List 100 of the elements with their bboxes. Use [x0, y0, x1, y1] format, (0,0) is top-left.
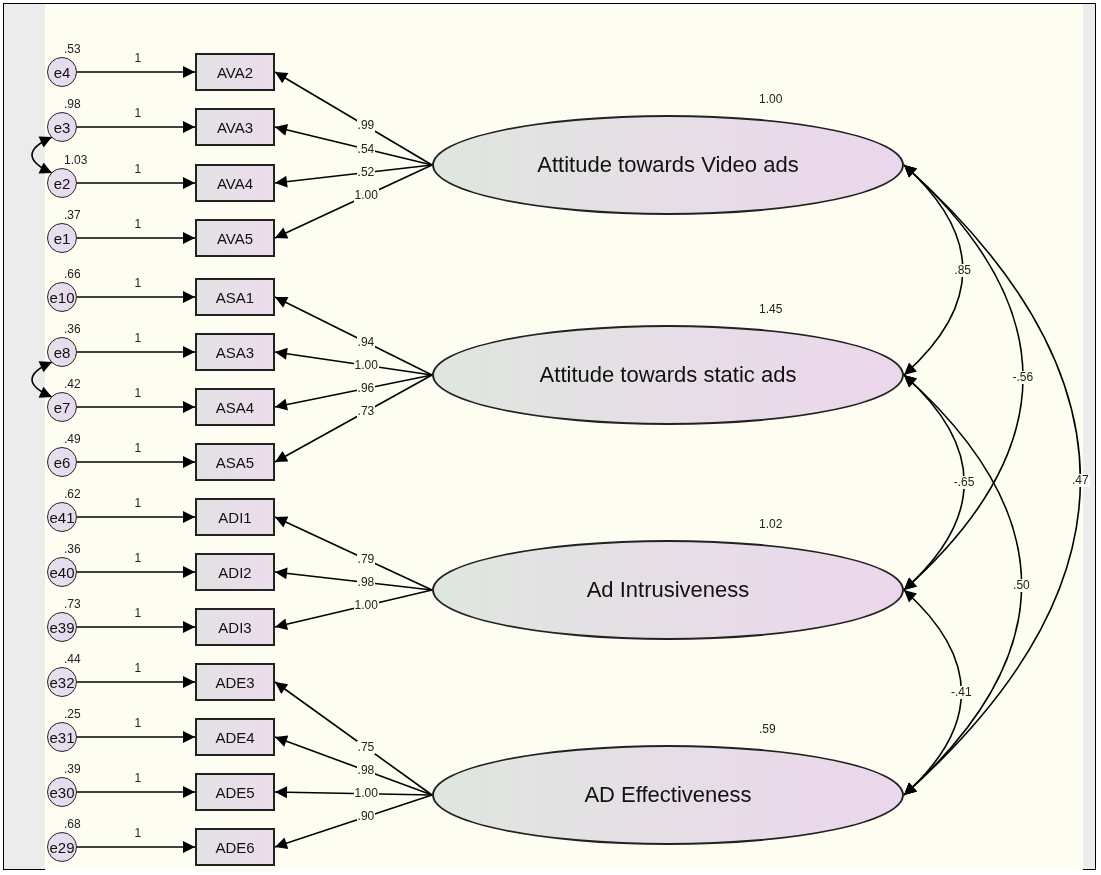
variance-estimate: .36 — [63, 543, 82, 556]
variable-name: ADI3 — [218, 618, 252, 636]
covariance-arrow — [903, 589, 963, 796]
variance-estimate: .42 — [63, 378, 82, 391]
variable-name: e7 — [53, 398, 71, 416]
variable-name: ADE6 — [215, 838, 255, 856]
variable-name: ADE4 — [215, 728, 255, 746]
edge-label: 1 — [133, 331, 143, 345]
variance-estimate: .62 — [63, 488, 82, 501]
variance-estimate: .66 — [63, 268, 82, 281]
path-arrow — [76, 291, 196, 303]
variable-name: e6 — [53, 453, 71, 471]
variance-estimate: 1.03 — [63, 154, 89, 167]
path-arrow — [76, 456, 196, 468]
variable-name: ADE5 — [215, 783, 255, 801]
edge-label: -.56 — [1011, 371, 1035, 384]
indicator-box — [195, 498, 275, 536]
path-arrow — [274, 681, 433, 796]
path-arrow — [274, 164, 433, 188]
variable-name: ADI1 — [218, 508, 252, 526]
variable-name: AVA3 — [216, 118, 254, 136]
variable-name: e30 — [49, 783, 75, 801]
variable-name: ASA3 — [215, 343, 255, 361]
edge-label: 1 — [133, 386, 143, 400]
indicator-box — [195, 718, 275, 756]
variance-estimate: .73 — [63, 598, 82, 611]
variance-estimate: .39 — [63, 763, 82, 776]
edge-label: 1 — [133, 606, 143, 620]
edge-label: 1 — [133, 162, 143, 176]
indicator-box — [195, 828, 275, 866]
edge-label: -.41 — [949, 686, 973, 699]
path-arrow — [76, 346, 196, 358]
path-arrow — [76, 511, 196, 523]
variable-name: AVA4 — [216, 174, 254, 192]
construct-name: AD Effectiveness — [584, 782, 752, 808]
edge-label: 1 — [133, 826, 143, 840]
edge-label: 1 — [133, 771, 143, 785]
variance-estimate: .49 — [63, 433, 82, 446]
path-arrow — [76, 731, 196, 743]
variable-name: e29 — [49, 838, 75, 856]
variable-name: ASA4 — [215, 398, 255, 416]
path-arrow — [76, 66, 196, 78]
indicator-box — [195, 553, 275, 591]
path-arrow — [274, 374, 433, 411]
path-arrow — [274, 516, 433, 591]
indicator-box — [195, 278, 275, 316]
edge-label: 1 — [133, 106, 143, 120]
path-arrow — [76, 401, 196, 413]
indicator-box — [195, 443, 275, 481]
edge-label: 1.00 — [353, 189, 379, 203]
variable-name: e31 — [49, 728, 75, 746]
covariance-arrow — [31, 136, 53, 174]
indicator-box — [195, 53, 275, 91]
edge-label: 1 — [133, 217, 143, 231]
edge-label: 1 — [133, 51, 143, 65]
edge-label: 1 — [133, 551, 143, 565]
path-arrow — [274, 567, 433, 591]
variable-name: ASA5 — [215, 453, 255, 471]
variable-name: AVA5 — [216, 229, 254, 247]
variable-name: ADE3 — [215, 673, 255, 691]
variance-estimate: .98 — [63, 98, 82, 111]
variance-estimate: .36 — [63, 323, 82, 336]
variable-name: e2 — [53, 174, 71, 192]
variable-name: e41 — [49, 508, 75, 526]
path-arrow — [76, 566, 196, 578]
variable-name: e39 — [49, 618, 75, 636]
edge-label: 1 — [133, 661, 143, 675]
edge-label: 1 — [133, 716, 143, 730]
edge-label: 1 — [133, 496, 143, 510]
variance-estimate: .44 — [63, 653, 82, 666]
path-arrow — [274, 71, 433, 166]
variable-name: e40 — [49, 563, 75, 581]
variable-name: e1 — [53, 229, 71, 247]
indicator-box — [195, 164, 275, 202]
variable-name: ADI2 — [218, 563, 252, 581]
construct-name: Ad Intrusiveness — [586, 577, 750, 603]
path-arrow — [274, 794, 433, 849]
covariance-arrow — [31, 361, 53, 398]
variance-estimate: 1.00 — [758, 93, 784, 106]
variance-estimate: .25 — [63, 708, 82, 721]
path-arrow — [76, 121, 196, 133]
variable-name: e32 — [49, 673, 75, 691]
indicator-box — [195, 388, 275, 426]
indicator-box — [195, 608, 275, 646]
variance-estimate: 1.02 — [758, 518, 784, 531]
path-arrow — [76, 786, 196, 798]
path-arrow — [76, 232, 196, 244]
path-arrow — [76, 841, 196, 853]
variance-estimate: .59 — [758, 723, 777, 736]
variable-name: e4 — [53, 63, 71, 81]
variance-estimate: .37 — [63, 209, 82, 222]
path-arrow — [76, 177, 196, 189]
variance-estimate: .68 — [63, 818, 82, 831]
variable-name: e8 — [53, 343, 71, 361]
path-arrow — [274, 735, 433, 796]
indicator-box — [195, 773, 275, 811]
path-arrow — [274, 296, 433, 376]
path-arrow — [274, 374, 433, 463]
construct-name: Attitude towards Video ads — [537, 152, 799, 178]
indicator-box — [195, 219, 275, 257]
